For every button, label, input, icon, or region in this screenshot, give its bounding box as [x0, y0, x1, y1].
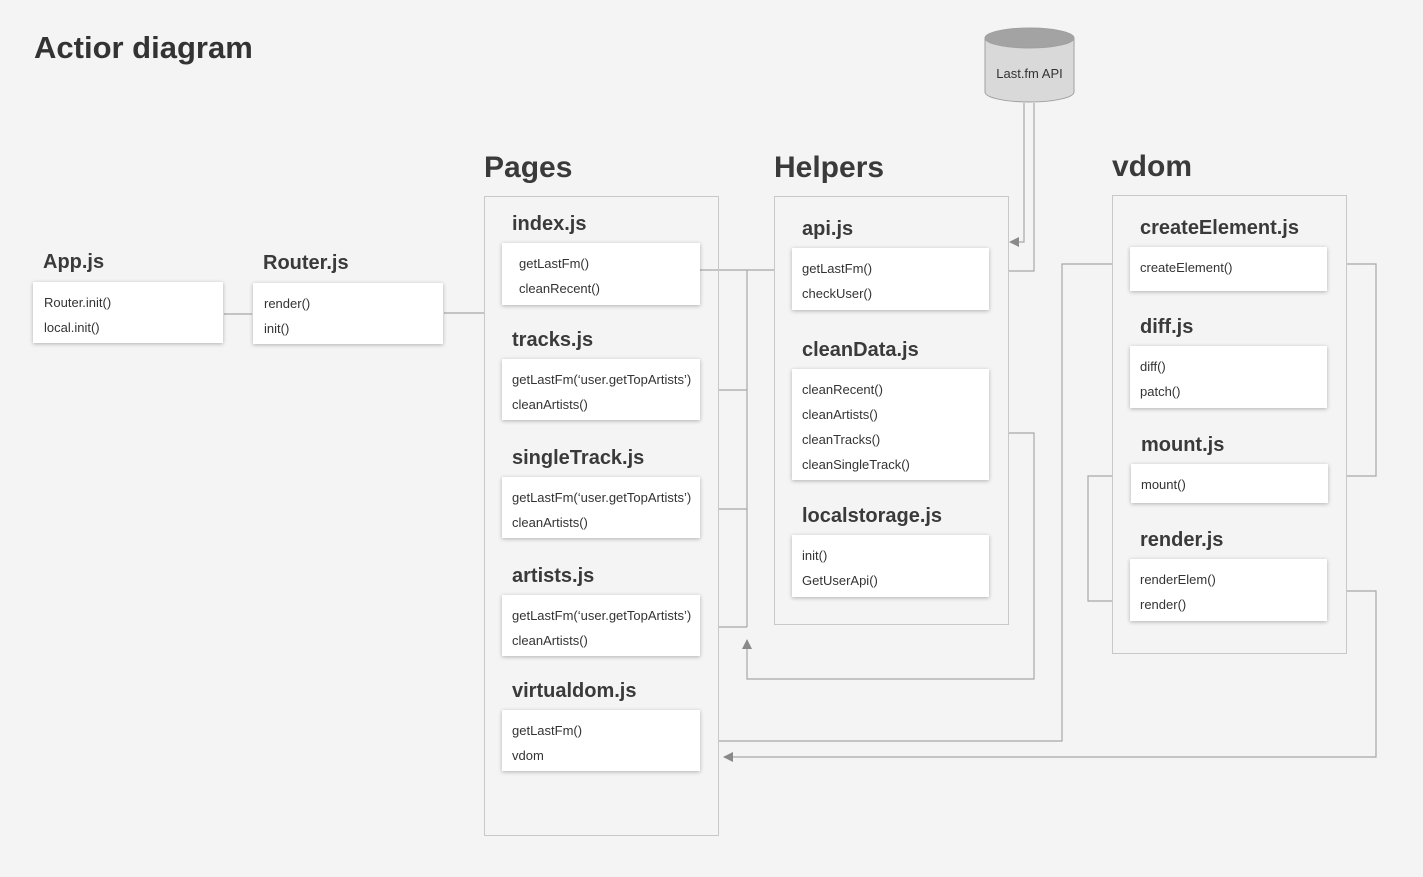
router-js-title: Router.js — [263, 252, 349, 274]
helpers-group-title: Helpers — [774, 151, 885, 184]
function-item: mount() — [1141, 477, 1186, 492]
function-item: getLastFm(‘user.getTopArtists’) — [512, 490, 692, 505]
page-module-title: virtualdom.js — [512, 680, 637, 702]
vdom-module-title: createElement.js — [1140, 217, 1299, 239]
function-item: renderElem() — [1140, 572, 1216, 587]
connector-api-lastfm — [1009, 103, 1035, 272]
function-item: render() — [264, 296, 311, 311]
vdom-module-title: render.js — [1140, 529, 1224, 551]
database-cylinder-icon — [984, 27, 1075, 103]
connector-lastfm-api — [1009, 103, 1025, 247]
helper-module-title: cleanData.js — [802, 339, 919, 361]
helpers-group-box — [774, 196, 1009, 625]
app-js-title: App.js — [43, 251, 105, 273]
router-js-card: render() init() — [253, 283, 443, 344]
page-module-title: singleTrack.js — [512, 447, 645, 469]
function-item: getLastFm() — [519, 256, 590, 271]
vdom-module-card: renderElem() render() — [1130, 559, 1327, 621]
connector-virtualdom-vdom — [719, 263, 1113, 742]
vdom-group-title: vdom — [1112, 150, 1193, 183]
page-module-card: getLastFm() vdom — [502, 710, 700, 771]
function-item: cleanArtists() — [512, 633, 588, 648]
app-js-card: Router.init() local.init() — [33, 282, 223, 343]
function-item: init() — [802, 548, 828, 563]
vdom-module-card: diff() patch() — [1130, 346, 1327, 408]
page-module-title: tracks.js — [512, 329, 594, 351]
pages-group-box — [484, 196, 719, 836]
function-item: GetUserApi() — [802, 573, 878, 588]
function-item: getLastFm() — [802, 261, 873, 276]
function-item: cleanRecent() — [802, 382, 883, 397]
function-item: getLastFm() — [512, 723, 583, 738]
function-item: cleanTracks() — [802, 432, 881, 447]
connector-mount-render — [1087, 475, 1112, 602]
page-module-title: index.js — [512, 213, 587, 235]
vdom-module-title: diff.js — [1140, 316, 1194, 338]
function-item: local.init() — [44, 320, 100, 335]
connector-render-virtualdom — [723, 590, 1377, 762]
connector-cleandata-return — [742, 432, 1035, 680]
page-module-title: artists.js — [512, 565, 595, 587]
function-item: vdom — [512, 748, 544, 763]
function-item: patch() — [1140, 384, 1181, 399]
helper-module-card: cleanRecent() cleanArtists() cleanTracks… — [792, 369, 989, 480]
page-module-card: getLastFm(‘user.getTopArtists’) cleanArt… — [502, 477, 700, 538]
diagram-title: Actior diagram — [34, 30, 253, 65]
page-module-card: getLastFm() cleanRecent() — [502, 243, 700, 305]
vdom-module-card: mount() — [1131, 464, 1328, 503]
page-module-card: getLastFm(‘user.getTopArtists’) cleanArt… — [502, 359, 700, 420]
pages-group-title: Pages — [484, 151, 573, 184]
helper-module-title: localstorage.js — [802, 505, 943, 527]
function-item: init() — [264, 321, 290, 336]
function-item: getLastFm(‘user.getTopArtists’) — [512, 372, 692, 387]
page-module-card: getLastFm(‘user.getTopArtists’) cleanArt… — [502, 595, 700, 656]
function-item: cleanArtists() — [802, 407, 878, 422]
vdom-module-title: mount.js — [1141, 434, 1225, 456]
helper-module-card: init() GetUserApi() — [792, 535, 989, 597]
function-item: createElement() — [1140, 260, 1233, 275]
vdom-module-card: createElement() — [1130, 247, 1327, 291]
function-item: cleanSingleTrack() — [802, 457, 910, 472]
connector-create-mount — [1347, 263, 1377, 477]
function-item: getLastFm(‘user.getTopArtists’) — [512, 608, 692, 623]
function-item: checkUser() — [802, 286, 873, 301]
function-item: Router.init() — [44, 295, 112, 310]
vdom-group-box — [1112, 195, 1347, 654]
function-item: cleanArtists() — [512, 397, 588, 412]
function-item: cleanRecent() — [519, 281, 600, 296]
function-item: cleanArtists() — [512, 515, 588, 530]
helper-module-card: getLastFm() checkUser() — [792, 248, 989, 310]
helper-module-title: api.js — [802, 218, 854, 240]
function-item: diff() — [1140, 359, 1166, 374]
lastfm-api-label: Last.fm API — [996, 66, 1063, 81]
function-item: render() — [1140, 597, 1187, 612]
